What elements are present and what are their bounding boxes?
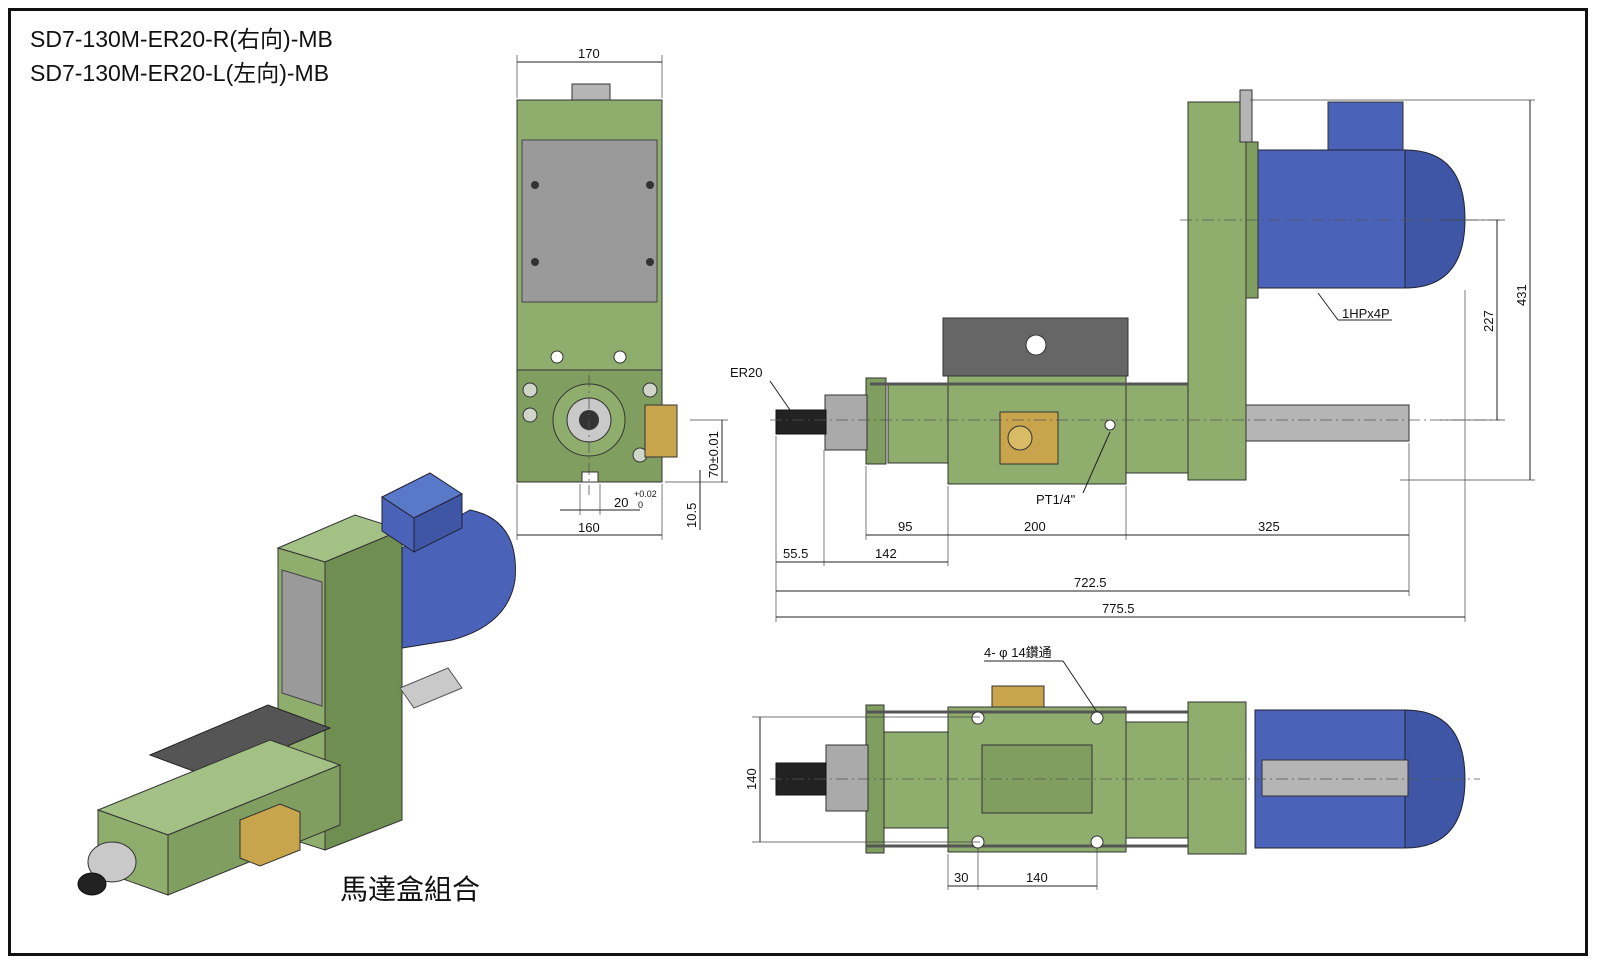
iso-collet: [77, 872, 107, 896]
dim-70: 70±0.01: [706, 431, 721, 478]
front-gray-plate: [521, 139, 658, 303]
dim-30: 30: [954, 870, 968, 885]
iso-spindle: [87, 841, 137, 883]
drawing-frame: [8, 8, 1588, 956]
title-right-hand: SD7-130M-ER20-R(右向)-MB: [30, 26, 333, 52]
dim-140-vertical: 140: [744, 768, 759, 790]
side-motor: [1254, 149, 1406, 289]
front-view: [516, 83, 678, 495]
dim-722-5: 722.5: [1074, 575, 1107, 590]
isometric-assembly: [77, 472, 516, 896]
iso-top-plate: [148, 704, 332, 779]
dim-431: 431: [1514, 284, 1529, 306]
assembly-caption: 馬達盒組合: [340, 873, 481, 906]
title-left-hand: SD7-130M-ER20-L(左向)-MB: [30, 60, 330, 86]
dim-775-5: 775.5: [1102, 601, 1135, 616]
side-vertical-column: [1187, 101, 1247, 481]
iso-motor: [401, 509, 516, 649]
side-motor-junction-box: [1327, 101, 1404, 155]
dim-140-horizontal: 140: [1026, 870, 1048, 885]
dim-55-5: 55.5: [783, 546, 808, 561]
dim-20-tol-upper: +0.02: [634, 489, 657, 499]
dim-200: 200: [1024, 519, 1046, 534]
iso-column-side: [324, 529, 403, 851]
side-drive-rod: [1245, 404, 1410, 442]
label-er20: ER20: [730, 365, 763, 380]
label-pt14: PT1/4": [1036, 492, 1076, 507]
top-vertical-column: [1187, 701, 1247, 855]
label-motor: 1HPx4P: [1342, 306, 1390, 321]
side-view-labels: ER20 PT1/4" 1HPx4P: [730, 292, 1392, 507]
top-view-dimensions: 4- φ 14鑽通 140 30 140: [744, 645, 1098, 890]
front-view-dimensions: 170 160 20 +0.02 0 70±0.01 10.5: [516, 46, 728, 540]
dim-160: 160: [578, 520, 600, 535]
dim-20-tol-lower: 0: [638, 500, 643, 510]
dim-170: 170: [578, 46, 600, 61]
iso-gray-plate: [281, 569, 323, 707]
side-view-dimensions: 95 200 325 55.5 142 722.5 775.5 227 431: [775, 99, 1535, 622]
dim-95: 95: [898, 519, 912, 534]
side-motor-fan-cap: [1404, 149, 1466, 289]
side-er20-collet: [775, 409, 827, 435]
side-view: [770, 89, 1500, 485]
front-top-clamp: [571, 83, 611, 101]
label-holes: 4- φ 14鑽通: [984, 645, 1052, 660]
top-brass-block: [991, 685, 1045, 708]
dim-325: 325: [1258, 519, 1280, 534]
dim-227: 227: [1481, 310, 1496, 332]
dim-142: 142: [875, 546, 897, 561]
dim-20: 20: [614, 495, 628, 510]
front-brass-block: [644, 404, 678, 458]
dim-10-5: 10.5: [684, 503, 699, 528]
iso-brass-block: [239, 803, 301, 867]
top-view: [770, 685, 1480, 855]
side-spindle-nose: [824, 394, 868, 451]
iso-drive-rod: [399, 667, 463, 709]
